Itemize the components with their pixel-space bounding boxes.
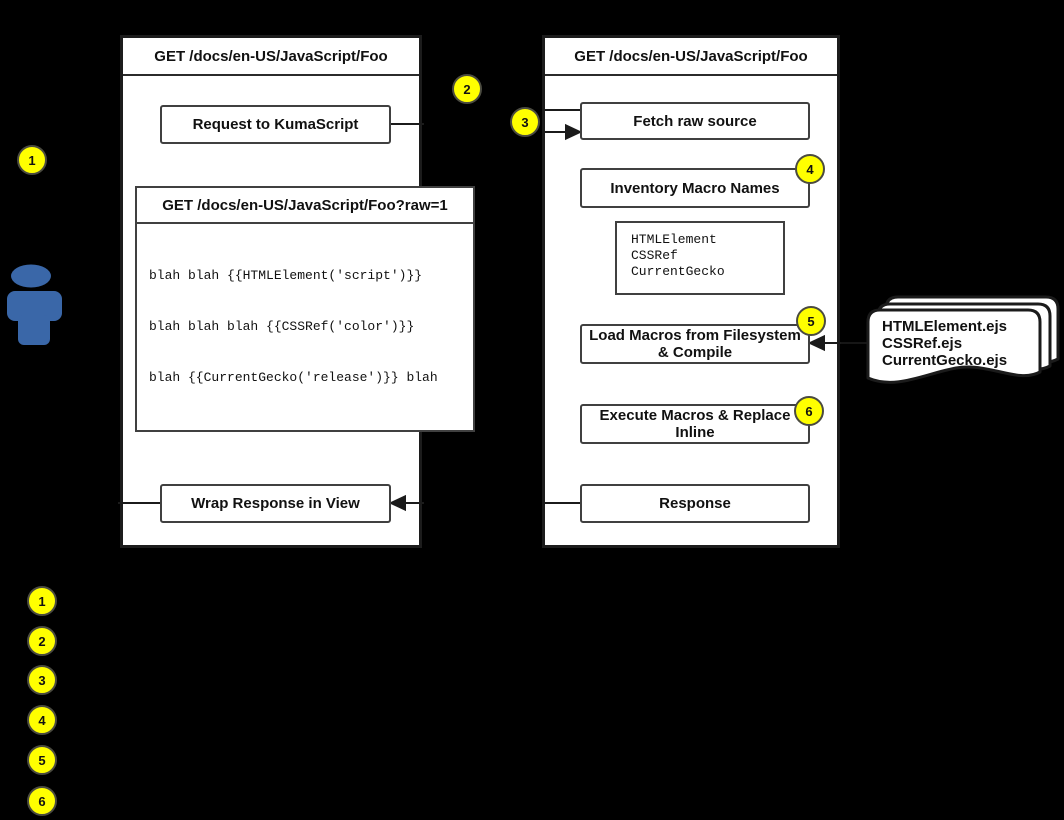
badge-number: 6 <box>805 403 813 419</box>
wrap-response-label: Wrap Response in View <box>191 495 360 512</box>
badge-number: 6 <box>38 793 46 809</box>
code-line: blah blah {{HTMLElement('script')}} <box>149 268 423 283</box>
wrap-response-box: Wrap Response in View <box>160 484 391 523</box>
badge-number: 4 <box>806 161 814 177</box>
load-macros-label: Load Macros from Filesystem & Compile <box>589 327 801 361</box>
fetch-raw-source-box: Fetch raw source <box>580 102 810 140</box>
legend-badge-5: 5 <box>27 745 57 775</box>
execute-macros-box: Execute Macros & Replace Inline <box>580 404 810 444</box>
badge-number: 3 <box>521 114 529 130</box>
badge-number: 5 <box>807 313 815 329</box>
badge-number: 2 <box>38 633 46 649</box>
legend-badge-6: 6 <box>27 786 57 816</box>
macro-name: CurrentGecko <box>631 264 725 279</box>
legend-badge-2: 2 <box>27 626 57 656</box>
fetch-raw-source-label: Fetch raw source <box>633 112 757 130</box>
legend-badge-3: 3 <box>27 665 57 695</box>
badge-number: 3 <box>38 672 46 688</box>
macro-names-list: HTMLElement CSSRef CurrentGecko <box>615 221 785 295</box>
code-line: blah blah blah {{CSSRef('color')}} <box>149 319 415 334</box>
macro-name: HTMLElement <box>631 232 717 247</box>
step-badge-1: 1 <box>17 145 47 175</box>
raw-source-document: GET /docs/en-US/JavaScript/Foo?raw=1 bla… <box>135 186 475 432</box>
response-label: Response <box>659 495 731 512</box>
person-icon <box>7 264 62 345</box>
step-badge-4: 4 <box>795 154 825 184</box>
left-column-header: GET /docs/en-US/JavaScript/Foo <box>123 38 419 76</box>
response-box: Response <box>580 484 810 523</box>
step-badge-6: 6 <box>794 396 824 426</box>
step-badge-2: 2 <box>452 74 482 104</box>
badge-number: 2 <box>463 81 471 97</box>
ejs-file-name: CSSRef.ejs <box>882 335 963 352</box>
request-to-kumascript-box: Request to KumaScript <box>160 105 391 144</box>
ejs-file-name: HTMLElement.ejs <box>882 318 1008 335</box>
legend-badge-4: 4 <box>27 705 57 735</box>
right-column-header: GET /docs/en-US/JavaScript/Foo <box>545 38 837 76</box>
raw-source-code: blah blah {{HTMLElement('script')}} blah… <box>137 224 473 430</box>
badge-number: 5 <box>38 752 46 768</box>
badge-number: 4 <box>38 712 46 728</box>
legend-badge-1: 1 <box>27 586 57 616</box>
ejs-file-list: HTMLElement.ejs CSSRef.ejs CurrentGecko.… <box>882 318 1007 369</box>
execute-macros-label: Execute Macros & Replace Inline <box>599 407 791 441</box>
ejs-file-name: CurrentGecko.ejs <box>882 352 1008 369</box>
macro-name: CSSRef <box>631 248 678 263</box>
step-badge-3: 3 <box>510 107 540 137</box>
stacked-documents-icon <box>866 295 1060 384</box>
inventory-macro-names-label: Inventory Macro Names <box>610 179 780 197</box>
request-to-kumascript-label: Request to KumaScript <box>192 116 359 133</box>
code-line: blah {{CurrentGecko('release')}} blah <box>149 370 438 385</box>
raw-source-header: GET /docs/en-US/JavaScript/Foo?raw=1 <box>137 188 473 224</box>
step-badge-5: 5 <box>796 306 826 336</box>
badge-number: 1 <box>38 593 46 609</box>
load-macros-box: Load Macros from Filesystem & Compile <box>580 324 810 364</box>
ejs-sheet-front <box>866 308 1042 384</box>
badge-number: 1 <box>28 152 36 168</box>
inventory-macro-names-box: Inventory Macro Names <box>580 168 810 208</box>
